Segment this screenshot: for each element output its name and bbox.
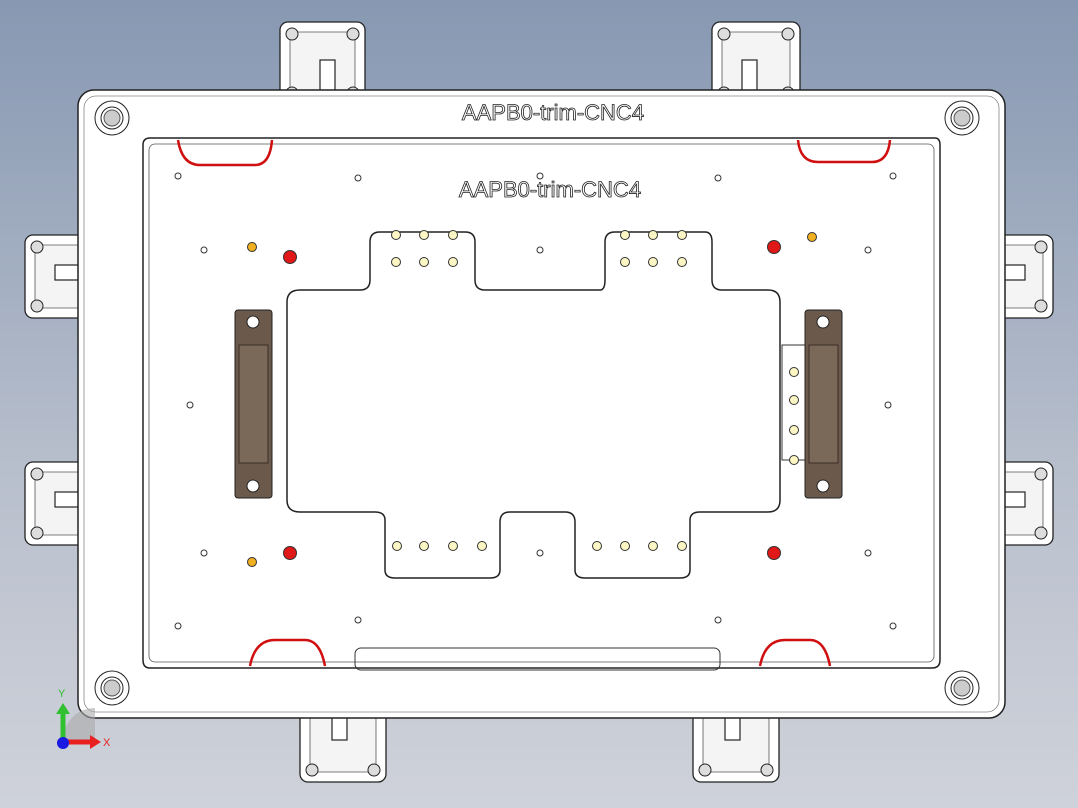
dowel-hole	[200, 549, 208, 557]
clamp-bolt	[30, 240, 44, 254]
locator-block	[234, 309, 273, 499]
dowel-hole	[174, 622, 182, 630]
support-pin	[677, 541, 687, 551]
support-pin	[789, 395, 799, 405]
mounting-bolt	[953, 679, 971, 697]
locator-hole	[246, 479, 260, 493]
dowel-hole	[864, 246, 872, 254]
x-axis-label: X	[103, 737, 111, 749]
clamp-bolt	[346, 27, 360, 41]
dowel-hole	[714, 174, 722, 182]
support-pin	[392, 541, 402, 551]
mounting-bolt	[103, 109, 121, 127]
dowel-hole	[354, 616, 362, 624]
z-axis-dot	[57, 737, 69, 749]
support-pin	[789, 367, 799, 377]
part-label-top: AAPB0-trim-CNC4	[462, 100, 644, 125]
clamp-bolt	[285, 27, 299, 41]
locator-hole	[246, 315, 260, 329]
dowel-hole	[174, 172, 182, 180]
support-pin	[391, 257, 401, 267]
clamp-bolt	[1034, 299, 1048, 313]
center-window	[286, 231, 781, 579]
support-pin	[648, 257, 658, 267]
support-pin	[789, 455, 799, 465]
clamp-bolt	[1034, 526, 1048, 540]
clamp-bolt	[30, 467, 44, 481]
dowel-hole	[536, 246, 544, 254]
locator-face	[238, 344, 269, 464]
triad-plane	[63, 708, 95, 740]
support-pin	[419, 257, 429, 267]
support-pin	[592, 541, 602, 551]
clamp-bolt	[30, 299, 44, 313]
support-pin	[477, 541, 487, 551]
red-locating-pin	[767, 240, 781, 254]
dowel-hole	[200, 246, 208, 254]
dowel-hole	[354, 174, 362, 182]
support-pin	[677, 257, 687, 267]
mounting-bolt	[103, 679, 121, 697]
support-pin	[448, 541, 458, 551]
part-label-nest: AAPB0-trim-CNC4	[459, 177, 641, 202]
support-pin	[789, 425, 799, 435]
support-pin	[448, 257, 458, 267]
clamp-bolt	[1034, 240, 1048, 254]
trim-edge-top-left	[176, 139, 274, 167]
yellow-pin	[247, 557, 257, 567]
clamp-bolt	[305, 763, 319, 777]
toggle-clamp[interactable]	[711, 21, 801, 151]
dowel-hole	[186, 401, 194, 409]
dowel-hole	[889, 172, 897, 180]
bottom-slot	[354, 647, 721, 671]
nest-inner-edge	[148, 143, 935, 663]
dowel-hole	[864, 549, 872, 557]
clamp-bolt	[367, 763, 381, 777]
support-pin	[419, 230, 429, 240]
trim-edge-bottom-left	[248, 638, 327, 667]
support-pin	[448, 230, 458, 240]
support-pin	[648, 541, 658, 551]
dowel-hole	[884, 401, 892, 409]
dowel-hole	[714, 616, 722, 624]
x-axis-arrowhead	[90, 735, 101, 749]
clamp-bolt	[30, 526, 44, 540]
dowel-hole	[536, 172, 544, 180]
clamp-bolt	[698, 763, 712, 777]
yellow-pin	[247, 242, 257, 252]
trim-edge-bottom-right	[758, 638, 832, 667]
clamp-bolt	[760, 763, 774, 777]
trim-edge-top-right	[796, 139, 892, 164]
dowel-hole	[536, 549, 544, 557]
y-axis-label: Y	[58, 688, 66, 700]
support-pin	[419, 541, 429, 551]
red-locating-pin	[283, 250, 297, 264]
clamp-bolt	[717, 27, 731, 41]
support-pin	[620, 257, 630, 267]
support-pin	[620, 230, 630, 240]
locator-hole	[816, 479, 830, 493]
locator-face	[808, 344, 839, 464]
support-pin	[620, 541, 630, 551]
support-pin	[648, 230, 658, 240]
y-axis-arrowhead	[56, 703, 70, 714]
plate-chamfer	[83, 95, 1000, 713]
mounting-bolt	[953, 109, 971, 127]
yellow-pin	[807, 232, 817, 242]
red-locating-pin	[283, 546, 297, 560]
dowel-hole	[889, 622, 897, 630]
support-pin	[391, 230, 401, 240]
support-pin	[677, 230, 687, 240]
locator-hole	[816, 315, 830, 329]
clamp-bolt	[781, 27, 795, 41]
coordinate-triad[interactable]: Y X	[56, 688, 111, 749]
red-locating-pin	[767, 546, 781, 560]
locator-block	[804, 309, 843, 499]
clamp-bolt	[1034, 467, 1048, 481]
